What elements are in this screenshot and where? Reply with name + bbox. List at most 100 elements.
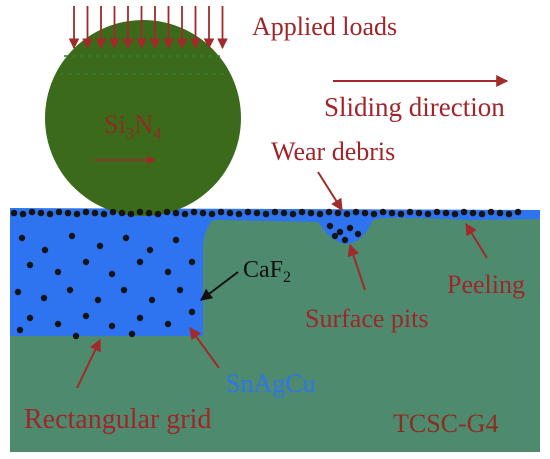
surface-particle <box>100 210 108 218</box>
particle <box>66 286 74 294</box>
pit-particle <box>341 236 349 244</box>
particle <box>148 296 156 304</box>
label-peeling: Peeling <box>447 270 525 299</box>
label-applied-loads: Applied loads <box>252 12 397 41</box>
surface-particle <box>433 208 441 216</box>
surface-particle <box>388 209 396 217</box>
surface-particle <box>181 210 189 218</box>
surface-particle <box>514 208 522 216</box>
surface-lubricant-film <box>10 208 540 241</box>
pit-particle <box>354 230 362 238</box>
surface-particle <box>109 208 117 216</box>
particle <box>94 296 102 304</box>
surface-pits-pointer <box>347 243 366 291</box>
si3n4-ball <box>45 20 241 216</box>
surface-particle <box>235 210 243 218</box>
surface-particle <box>244 208 252 216</box>
surface-particle <box>10 209 18 217</box>
surface-particle <box>64 209 72 217</box>
surface-particle <box>28 208 36 216</box>
surface-particle <box>298 208 306 216</box>
surface-particle <box>316 210 324 218</box>
surface-particle <box>199 209 207 217</box>
surface-particle <box>334 209 342 217</box>
particle <box>136 314 144 322</box>
particle <box>26 314 34 322</box>
surface-particle <box>163 208 171 216</box>
ball-load-dashes <box>60 55 226 75</box>
particle <box>14 288 22 296</box>
particle <box>68 232 76 240</box>
surface-particle <box>190 208 198 216</box>
particle <box>40 294 48 302</box>
pit-particle <box>336 228 344 236</box>
particle <box>26 261 34 269</box>
particle <box>188 308 196 316</box>
particle <box>122 234 130 242</box>
particle <box>146 246 154 254</box>
surface-particle <box>415 209 423 217</box>
particle <box>136 258 144 266</box>
surface-particle <box>82 208 90 216</box>
surface-particle <box>154 210 162 218</box>
surface-particle <box>361 209 369 217</box>
surface-particle <box>424 210 432 218</box>
pit-particle <box>326 222 334 230</box>
surface-particle <box>208 210 216 218</box>
surface-particle <box>505 210 513 218</box>
surface-particle <box>172 209 180 217</box>
particle <box>164 268 172 276</box>
surface-particle <box>325 208 333 216</box>
surface-particle <box>352 208 360 216</box>
label-surface-pits: Surface pits <box>305 304 428 333</box>
surface-particle <box>397 210 405 218</box>
surface-particle <box>442 209 450 217</box>
particle <box>120 286 128 294</box>
surface-particle <box>478 210 486 218</box>
particle <box>82 258 90 266</box>
applied-load-arrows <box>68 6 228 50</box>
pit-particle <box>346 224 354 232</box>
label-specimen: TCSC-G4 <box>393 409 498 438</box>
surface-particle <box>217 208 225 216</box>
surface-particle <box>91 209 99 217</box>
surface-particle <box>451 210 459 218</box>
snagcu-pointer <box>189 327 220 369</box>
particle <box>96 242 104 250</box>
surface-particle <box>37 209 45 217</box>
particle <box>108 270 116 278</box>
caf2-pointer <box>200 271 239 301</box>
surface-particle <box>262 210 270 218</box>
particle <box>172 236 180 244</box>
surface-particle <box>460 208 468 216</box>
particle <box>16 326 24 334</box>
label-ball-sub4: 4 <box>153 124 162 143</box>
label-sliding-direction: Sliding direction <box>324 92 505 122</box>
particle <box>54 268 62 276</box>
lubricant-grid-region <box>10 214 222 336</box>
particle <box>108 322 116 330</box>
rectangular-grid-pointer <box>76 338 101 389</box>
surface-particle <box>487 208 495 216</box>
label-snagcu: SnAgCu <box>226 369 316 398</box>
particle <box>54 320 62 328</box>
label-ball-si: Si <box>104 110 126 139</box>
surface-particle <box>118 209 126 217</box>
surface-particle <box>469 209 477 217</box>
surface-particle <box>127 210 135 218</box>
label-ball-sub3: 3 <box>126 124 135 143</box>
surface-particle <box>145 209 153 217</box>
particle <box>164 320 172 328</box>
surface-debris-particles <box>10 208 522 244</box>
surface-particle <box>280 209 288 217</box>
particle <box>72 332 80 340</box>
particle <box>176 286 184 294</box>
surface-particle <box>343 210 351 218</box>
surface-particle <box>55 208 63 216</box>
solid-lubricant-particles <box>14 232 196 340</box>
label-ball-n: N <box>134 110 153 139</box>
label-wear-debris: Wear debris <box>271 137 395 166</box>
surface-particle <box>226 209 234 217</box>
wear-debris-pointer <box>317 171 343 212</box>
